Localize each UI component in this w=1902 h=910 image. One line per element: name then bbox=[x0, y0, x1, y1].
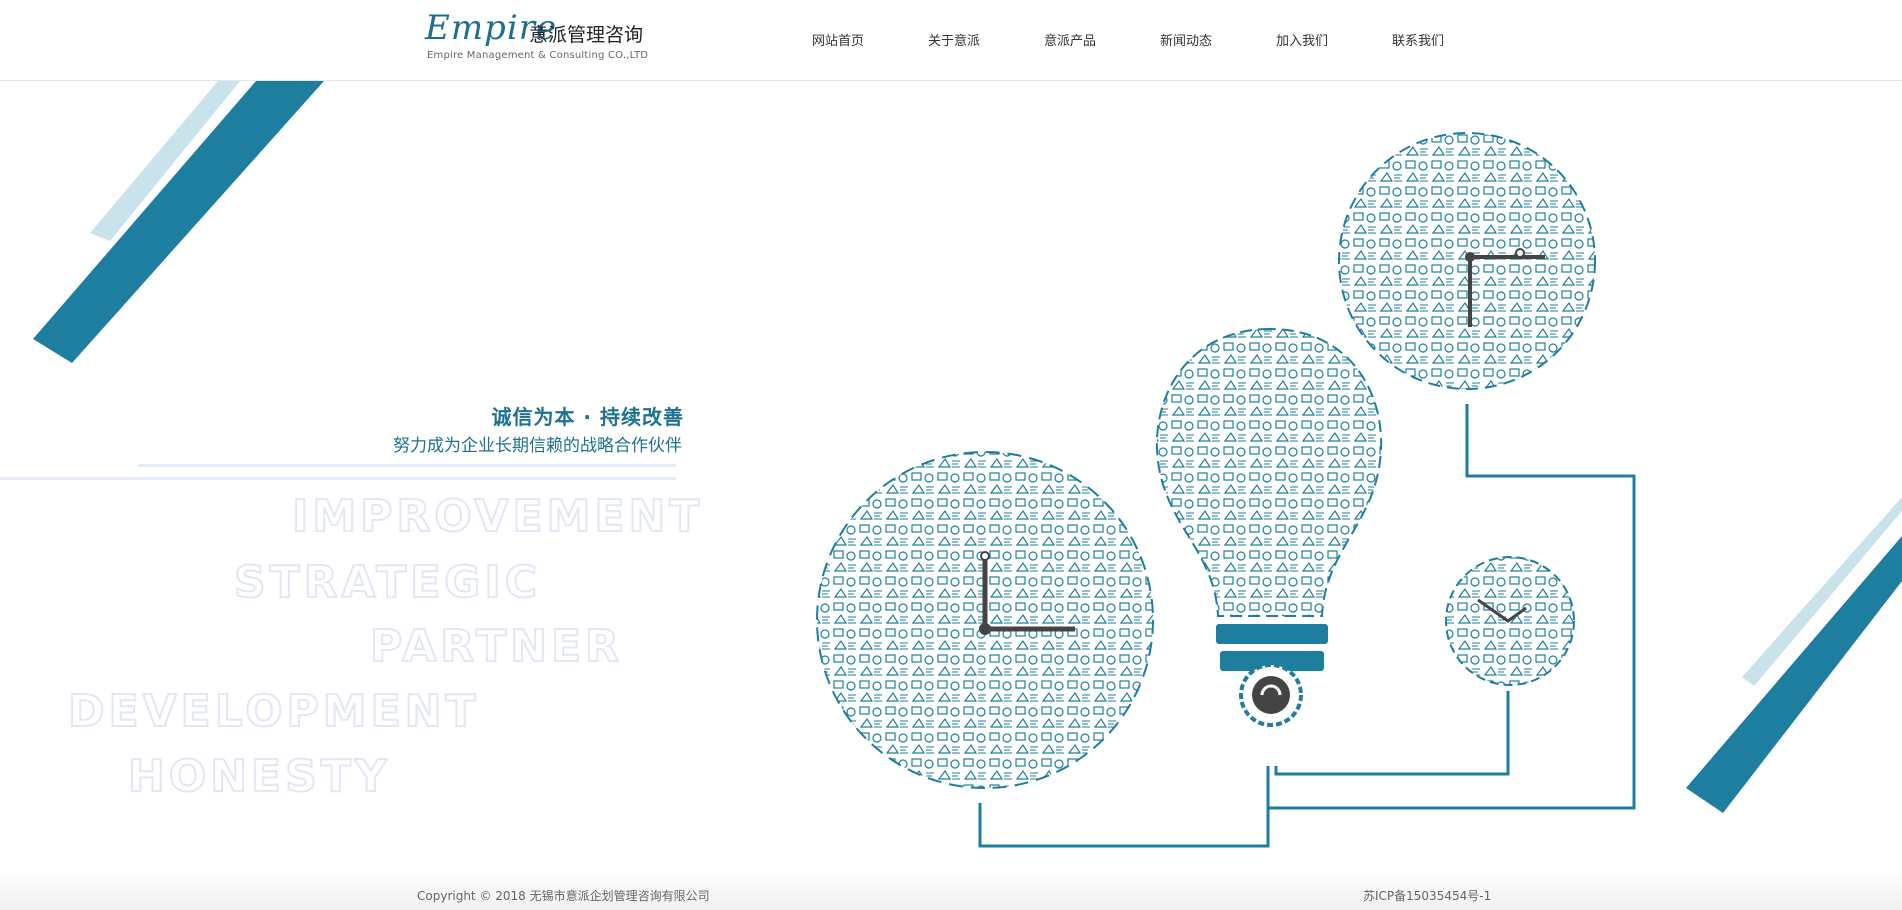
hero-divider-long bbox=[0, 477, 676, 480]
stripe-dark-top-left bbox=[33, 81, 324, 363]
keyword-honesty: HONESTY bbox=[127, 750, 391, 803]
site-header: Empire 意派管理咨询 Empire Management & Consul… bbox=[0, 0, 1902, 81]
keyword-partner: PARTNER bbox=[369, 620, 623, 673]
nav-item-join[interactable]: 加入我们 bbox=[1276, 34, 1329, 49]
gear-large-left-icon bbox=[816, 451, 1154, 789]
site-footer: Copyright © 2018 无锡市意派企划管理咨询有限公司 苏ICP备15… bbox=[0, 869, 1902, 910]
keyword-development: DEVELOPMENT bbox=[67, 685, 480, 738]
keyword-improvement: IMPROVEMENT bbox=[291, 490, 704, 543]
logo-script-text: Empire bbox=[425, 8, 558, 48]
keyword-strategic: STRATEGIC bbox=[233, 556, 542, 609]
stripe-light-top-left bbox=[90, 81, 240, 241]
logo-chinese-name: 意派管理咨询 bbox=[529, 24, 644, 46]
nav-item-news[interactable]: 新闻动态 bbox=[1160, 34, 1213, 49]
stripe-light-bottom-right bbox=[1742, 497, 1902, 686]
connector-lines bbox=[978, 404, 1636, 848]
icp-license-link[interactable]: 苏ICP备15035454号-1 bbox=[1363, 889, 1492, 903]
stripe-dark-bottom-right bbox=[1686, 536, 1902, 813]
nav-item-products[interactable]: 意派产品 bbox=[1044, 34, 1097, 49]
gear-small-right-icon bbox=[1445, 556, 1575, 686]
connector-small-gear bbox=[1274, 691, 1510, 776]
hero-title: 诚信为本 · 持续改善 bbox=[491, 405, 684, 429]
connector-top-gear bbox=[1266, 404, 1636, 810]
site-logo[interactable]: Empire 意派管理咨询 Empire Management & Consul… bbox=[425, 8, 655, 68]
lightbulb-icon bbox=[1156, 327, 1383, 727]
gear-top-right-icon bbox=[1338, 132, 1596, 390]
copyright-text: Copyright © 2018 无锡市意派企划管理咨询有限公司 bbox=[417, 889, 710, 903]
nav-item-home[interactable]: 网站首页 bbox=[812, 34, 865, 49]
hero-subtitle: 努力成为企业长期信赖的战略合作伙伴 bbox=[393, 436, 682, 456]
hero-divider-short bbox=[138, 464, 676, 467]
logo-english-name: Empire Management & Consulting CO.,LTD bbox=[427, 50, 649, 61]
hero-decor-stripes bbox=[33, 81, 1902, 813]
hero-banner: 诚信为本 · 持续改善 努力成为企业长期信赖的战略合作伙伴 IMPROVEMEN… bbox=[0, 81, 1902, 869]
nav-item-contact[interactable]: 联系我们 bbox=[1392, 34, 1445, 49]
nav-item-about[interactable]: 关于意派 bbox=[928, 34, 981, 49]
hero-illustration bbox=[816, 132, 1636, 848]
